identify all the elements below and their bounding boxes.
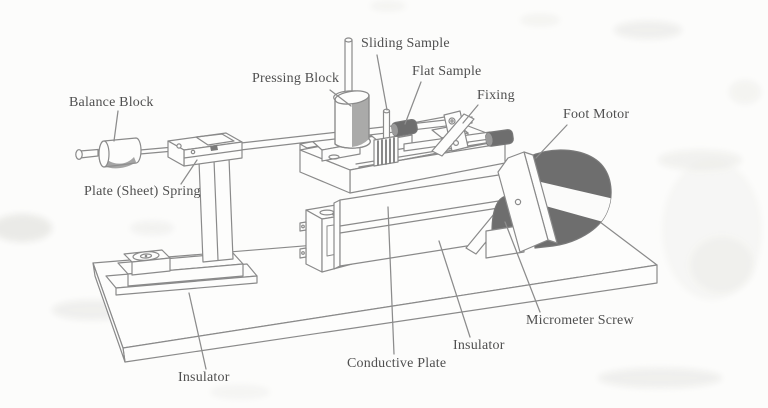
plate-spring-clamp <box>167 132 243 167</box>
label-pressing-block: Pressing Block <box>252 71 340 86</box>
label-sliding-sample: Sliding Sample <box>361 36 450 51</box>
label-insulator-left: Insulator <box>178 370 230 385</box>
flat-sample-knob <box>391 118 418 137</box>
label-foot-motor: Foot Motor <box>563 107 630 122</box>
scan-artifacts <box>0 1 762 399</box>
label-fixing: Fixing <box>477 88 515 103</box>
label-conductive-plate: Conductive Plate <box>347 356 447 371</box>
foot-motor-part <box>497 149 612 253</box>
stand-post <box>198 157 234 263</box>
label-flat-sample: Flat Sample <box>412 64 482 79</box>
balance-block-part <box>75 137 175 169</box>
fixing-knob <box>485 129 514 147</box>
label-insulator-right: Insulator <box>453 338 505 353</box>
wing-nut-block <box>123 249 171 276</box>
fixing-clamp <box>403 110 514 157</box>
sliding-sample-pin <box>373 108 399 167</box>
label-micrometer-screw: Micrometer Screw <box>526 313 634 328</box>
pressing-block-part <box>333 37 371 149</box>
leader-lines <box>113 54 568 370</box>
label-plate-sheet-spring: Plate (Sheet) Spring <box>84 184 201 199</box>
label-balance-block: Balance Block <box>69 95 154 110</box>
